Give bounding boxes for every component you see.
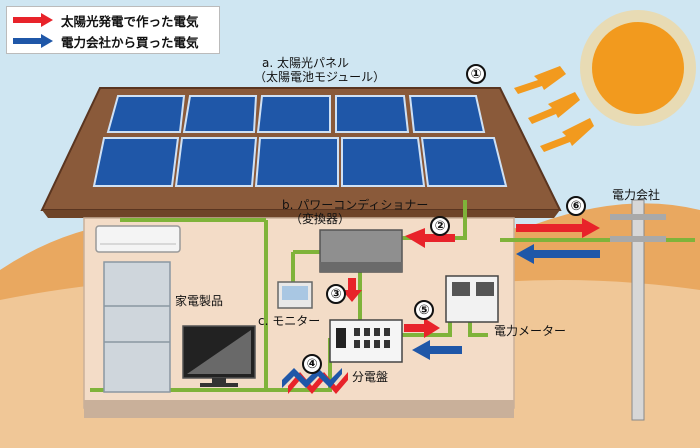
roof-edge	[42, 210, 560, 218]
label-power-conditioner-sub: （変換器）	[290, 212, 351, 226]
legend: 太陽光発電で作った電気 電力会社から買った電気	[6, 6, 220, 54]
sunlight-arrows	[514, 66, 594, 152]
label-utility: 電力会社	[612, 188, 661, 202]
sun-icon	[592, 22, 684, 114]
step-4-badge: ④	[302, 354, 322, 374]
step-6-badge: ⑥	[566, 196, 586, 216]
monitor-device	[277, 281, 313, 309]
refrigerator	[103, 261, 171, 393]
label-solar-panel-sub: （太陽電池モジュール）	[254, 70, 386, 84]
television	[182, 325, 256, 387]
blue-arrow-icon	[13, 34, 53, 48]
red-arrow-icon	[13, 13, 53, 27]
power-conditioner	[319, 229, 403, 273]
legend-row-grid: 電力会社から買った電気	[13, 31, 199, 51]
air-conditioner	[95, 225, 181, 253]
solar-panel-array	[92, 95, 508, 187]
label-solar-panel: a. 太陽光パネル	[262, 56, 349, 70]
label-meter: 電力メーター	[494, 324, 567, 338]
step-3-badge: ③	[326, 284, 346, 304]
step-1-badge: ①	[466, 64, 486, 84]
label-monitor: c. モニター	[258, 314, 321, 328]
label-breaker: 分電盤	[352, 370, 389, 384]
legend-solar-label: 太陽光発電で作った電気	[61, 13, 199, 29]
step-5-badge: ⑤	[414, 300, 434, 320]
utility-pole	[610, 199, 666, 421]
label-appliances: 家電製品	[175, 294, 224, 308]
legend-row-solar: 太陽光発電で作った電気	[13, 10, 199, 30]
breaker-panel	[329, 319, 403, 363]
house-foundation	[84, 400, 514, 418]
electric-meters	[445, 275, 499, 323]
step-2-badge: ②	[430, 216, 450, 236]
label-power-conditioner: b. パワーコンディショナー	[282, 198, 429, 212]
grid-flow-arrows	[282, 244, 600, 388]
legend-grid-label: 電力会社から買った電気	[61, 34, 199, 50]
